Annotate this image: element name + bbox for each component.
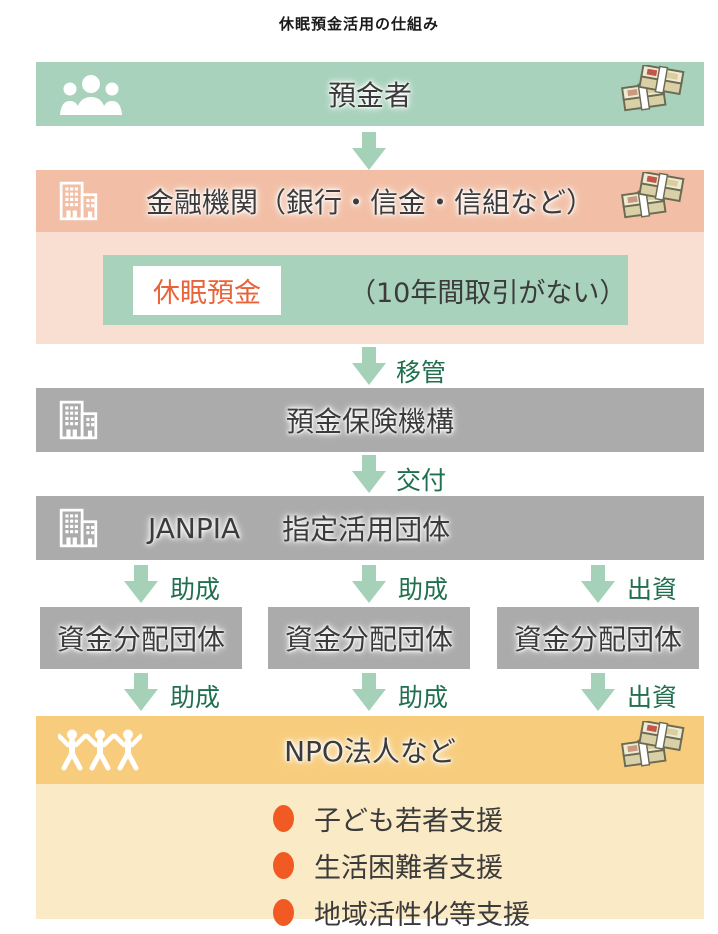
designated-org-label: 指定活用団体 <box>282 513 451 546</box>
designated-org-box: JANPIA 指定活用団体 <box>36 496 704 560</box>
money-stack-icon <box>618 718 692 779</box>
financial-institution-label: 金融機関（銀行・信金・信組など） <box>145 186 594 219</box>
grant-arrow-label: 交付 <box>396 466 447 495</box>
arrow-down-icon <box>124 673 158 711</box>
grant-arrow-label: 助成 <box>170 683 221 712</box>
investment-arrow-label: 出資 <box>627 683 678 712</box>
money-stack-icon <box>618 62 692 123</box>
depositor-box: 預金者 <box>36 62 704 126</box>
arrow-down-icon <box>581 565 615 603</box>
arrow-down-icon <box>352 132 386 170</box>
grant-arrow-label: 助成 <box>398 683 449 712</box>
activity-label: 地域活性化等支援 <box>314 900 530 931</box>
transfer-arrow-label: 移管 <box>396 358 447 387</box>
list-item: 子ども若者支援 <box>273 799 530 838</box>
depositor-label: 預金者 <box>327 79 412 112</box>
npo-activities-panel: 子ども若者支援 生活困難者支援 地域活性化等支援 <box>36 784 704 931</box>
deposit-insurance-label: 預金保険機構 <box>285 405 454 438</box>
dormant-deposit-panel: 休眠預金 （10年間取引がない） <box>103 255 628 325</box>
arrow-down-icon <box>352 565 386 603</box>
activity-label: 生活困難者支援 <box>314 853 503 884</box>
fund-distributor-label: 資金分配団体 <box>284 623 453 656</box>
page-title: 休眠預金活用の仕組み <box>278 15 439 33</box>
arrow-down-icon <box>352 455 386 493</box>
fund-distributor-label: 資金分配団体 <box>56 623 225 656</box>
financial-institution-box: 金融機関（銀行・信金・信組など） <box>36 169 704 232</box>
fund-distributor-label: 資金分配団体 <box>513 623 682 656</box>
fund-distributor-box: 資金分配団体 <box>497 607 699 669</box>
building-icon <box>58 508 100 548</box>
activity-label: 子ども若者支援 <box>314 806 503 837</box>
investment-arrow-label: 出資 <box>627 575 678 604</box>
money-stack-icon <box>618 169 692 230</box>
arrow-down-icon <box>352 673 386 711</box>
npo-activities-list: 子ども若者支援 生活困難者支援 地域活性化等支援 <box>273 799 530 934</box>
dormant-deposit-chip: 休眠預金 <box>133 265 281 315</box>
bullet-icon <box>273 852 294 879</box>
bullet-icon <box>273 899 294 926</box>
grant-arrow-label: 助成 <box>398 575 449 604</box>
fund-distributor-box: 資金分配団体 <box>268 607 470 669</box>
npo-label: NPO法人など <box>284 735 456 768</box>
deposit-insurance-box: 預金保険機構 <box>36 388 704 452</box>
arrow-down-icon <box>581 673 615 711</box>
dormant-deposit-note: （10年間取引がない） <box>349 277 627 309</box>
designated-org-name: JANPIA <box>148 511 241 545</box>
fund-distributor-box: 資金分配団体 <box>40 607 242 669</box>
list-item: 生活困難者支援 <box>273 846 530 885</box>
list-item: 地域活性化等支援 <box>273 893 530 932</box>
arrow-down-icon <box>124 565 158 603</box>
npo-box: NPO法人など <box>36 716 704 784</box>
grant-arrow-label: 助成 <box>170 575 221 604</box>
arrow-down-icon <box>352 347 386 385</box>
bullet-icon <box>273 805 294 832</box>
